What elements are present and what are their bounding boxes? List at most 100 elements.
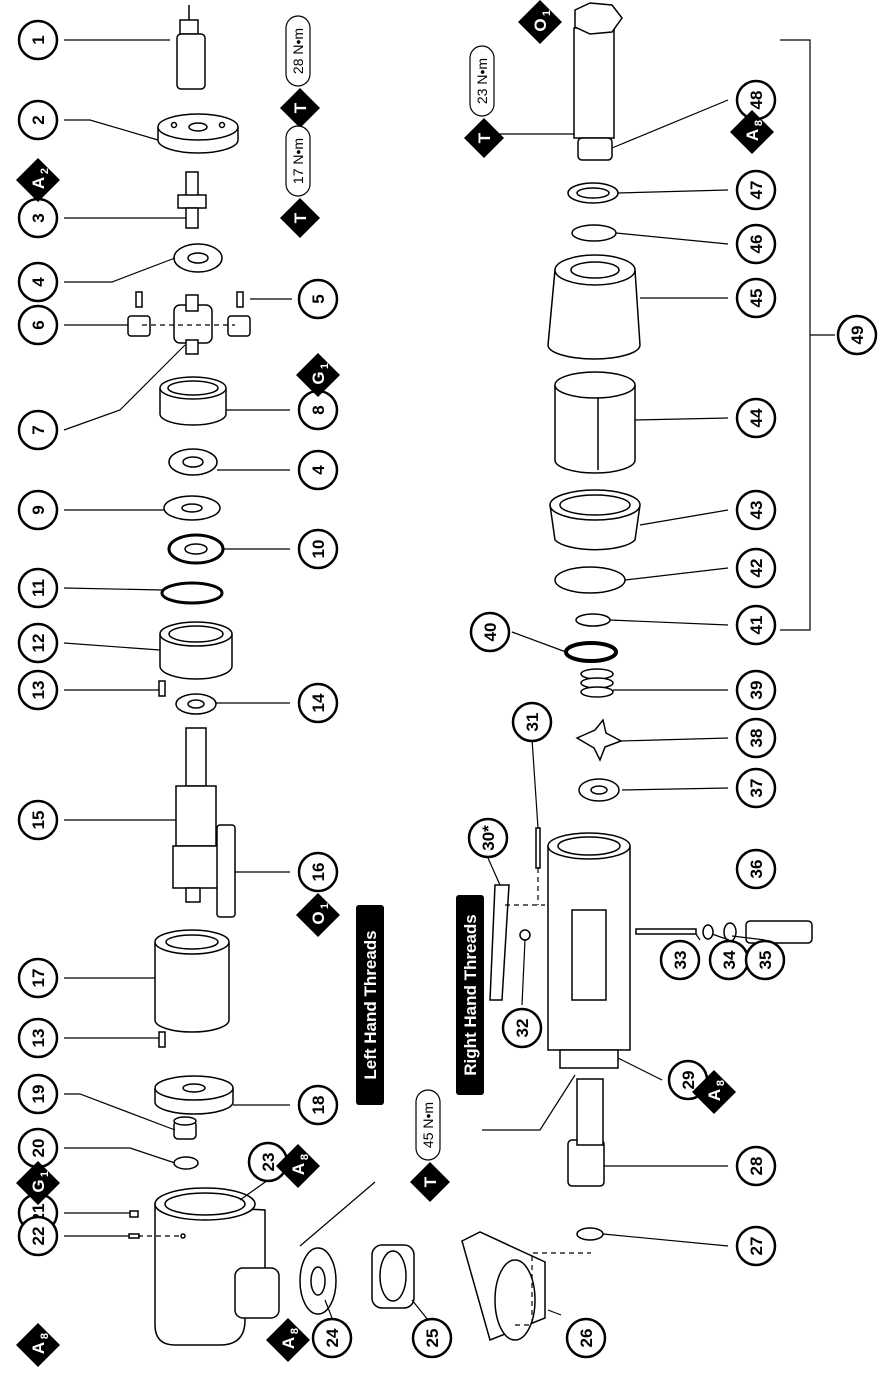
part-callout-3: 3 bbox=[17, 197, 59, 239]
part-callout-30-star: 30* bbox=[467, 817, 509, 859]
part-callout-26: 26 bbox=[565, 1317, 607, 1359]
callout-number: 29 bbox=[679, 1071, 698, 1090]
part-1-drawing bbox=[176, 5, 206, 90]
lubricant-code: A bbox=[289, 1163, 308, 1175]
part-callout-41: 41 bbox=[735, 604, 777, 646]
callout-number: 6 bbox=[29, 320, 48, 329]
callout-number: 4 bbox=[29, 277, 48, 287]
part-48-drawing bbox=[573, 2, 623, 161]
part-drawings bbox=[63, 2, 835, 1346]
part-callout-14: 14 bbox=[297, 682, 339, 724]
part-callout-27: 27 bbox=[735, 1225, 777, 1267]
part-callout-49: 49 bbox=[836, 314, 878, 356]
torque-letter: T bbox=[421, 1176, 440, 1187]
lubricant-marker: G1 bbox=[296, 353, 340, 397]
callout-number: 36 bbox=[747, 860, 766, 879]
torque-letter: T bbox=[291, 212, 310, 223]
callout-number: 8 bbox=[309, 405, 328, 414]
part-callout-17: 17 bbox=[17, 957, 59, 999]
leader-lines bbox=[63, 39, 835, 1326]
part-21-drawing bbox=[129, 1210, 139, 1218]
part-4-drawing-upper bbox=[173, 243, 223, 273]
callout-number: 40 bbox=[481, 623, 500, 642]
callout-number: 16 bbox=[309, 863, 328, 882]
part-16-drawing bbox=[216, 824, 236, 918]
part-38-drawing bbox=[575, 718, 623, 762]
callout-number: 46 bbox=[747, 235, 766, 254]
part-26-drawing bbox=[461, 1231, 546, 1342]
callout-number: 33 bbox=[671, 951, 690, 970]
callout-layer: 1234567849101112131415161713191820232122… bbox=[17, 19, 878, 1359]
part-callout-13: 13 bbox=[17, 1017, 59, 1059]
part-callout-15: 15 bbox=[17, 799, 59, 841]
part-11-drawing bbox=[160, 581, 224, 605]
part-13-drawing-lower bbox=[158, 1031, 166, 1048]
callout-number: 44 bbox=[747, 408, 766, 427]
part-callout-33: 33 bbox=[659, 939, 701, 981]
part-5-6-7-drawing bbox=[127, 291, 251, 355]
lubricant-code: O bbox=[531, 18, 550, 31]
part-callout-47: 47 bbox=[735, 169, 777, 211]
part-callout-45: 45 bbox=[735, 277, 777, 319]
callout-number: 35 bbox=[756, 951, 775, 970]
callout-number: 19 bbox=[29, 1085, 48, 1104]
part-callout-4: 4 bbox=[17, 261, 59, 303]
part-callout-44: 44 bbox=[735, 397, 777, 439]
part-24-drawing bbox=[299, 1247, 337, 1315]
callout-number: 37 bbox=[747, 779, 766, 798]
lubricant-marker: A8 bbox=[16, 1323, 60, 1367]
part-callout-37: 37 bbox=[735, 767, 777, 809]
part-callout-18: 18 bbox=[297, 1084, 339, 1126]
torque-marker: T 17 N•m bbox=[280, 125, 320, 238]
part-callout-36: 36 bbox=[735, 848, 777, 890]
callout-number: 13 bbox=[29, 681, 48, 700]
lubricant-code: A bbox=[29, 177, 48, 189]
lubricant-marker: A8 bbox=[730, 110, 774, 154]
torque-value: 23 N•m bbox=[474, 58, 490, 104]
part-15-drawing bbox=[172, 727, 220, 903]
part-callout-11: 11 bbox=[17, 567, 59, 609]
part-43-drawing bbox=[549, 489, 641, 551]
right-hand-threads-label: Right Hand Threads bbox=[456, 895, 484, 1095]
part-3-drawing bbox=[177, 171, 207, 229]
part-callout-22: 22 bbox=[17, 1215, 59, 1257]
callout-number: 45 bbox=[747, 289, 766, 308]
lubricant-subscript: 8 bbox=[715, 1080, 727, 1086]
lubricant-subscript: 1 bbox=[319, 363, 331, 369]
part-callout-28: 28 bbox=[735, 1145, 777, 1187]
part-callout-39: 39 bbox=[735, 669, 777, 711]
part-31-drawing bbox=[535, 827, 541, 869]
dashed-lines bbox=[138, 324, 591, 1326]
part-callout-38: 38 bbox=[735, 717, 777, 759]
lubricant-code: G bbox=[309, 371, 328, 384]
part-callout-19: 19 bbox=[17, 1073, 59, 1115]
part-callout-46: 46 bbox=[735, 223, 777, 265]
callout-number: 11 bbox=[29, 579, 48, 597]
part-20-drawing bbox=[173, 1156, 199, 1170]
part-10-drawing bbox=[167, 533, 225, 565]
lubricant-subscript: 8 bbox=[39, 1333, 51, 1339]
part-callout-40: 40 bbox=[469, 611, 511, 653]
lubricant-code: A bbox=[279, 1337, 298, 1349]
part-19-drawing bbox=[173, 1116, 197, 1140]
part-32-drawing bbox=[519, 929, 531, 941]
lubricant-subscript: 8 bbox=[289, 1328, 301, 1334]
part-33-drawing bbox=[635, 928, 697, 935]
part-18-drawing bbox=[154, 1075, 234, 1115]
part-14-drawing bbox=[175, 693, 217, 715]
callout-number: 24 bbox=[323, 1328, 342, 1347]
callout-number: 20 bbox=[29, 1139, 48, 1158]
part-45-drawing bbox=[547, 254, 641, 360]
callout-number: 3 bbox=[29, 213, 48, 222]
part-callout-34: 34 bbox=[708, 939, 750, 981]
torque-value-tag: 28 N•m bbox=[285, 15, 311, 87]
part-37-drawing bbox=[578, 778, 620, 802]
callout-number: 41 bbox=[747, 616, 766, 635]
callout-number: 12 bbox=[29, 634, 48, 653]
part-callout-2: 2 bbox=[17, 99, 59, 141]
torque-value: 17 N•m bbox=[290, 138, 306, 184]
callout-number: 1 bbox=[29, 35, 48, 44]
torque-marker: T23 N•m bbox=[464, 45, 504, 158]
part-callout-5: 5 bbox=[297, 278, 339, 320]
